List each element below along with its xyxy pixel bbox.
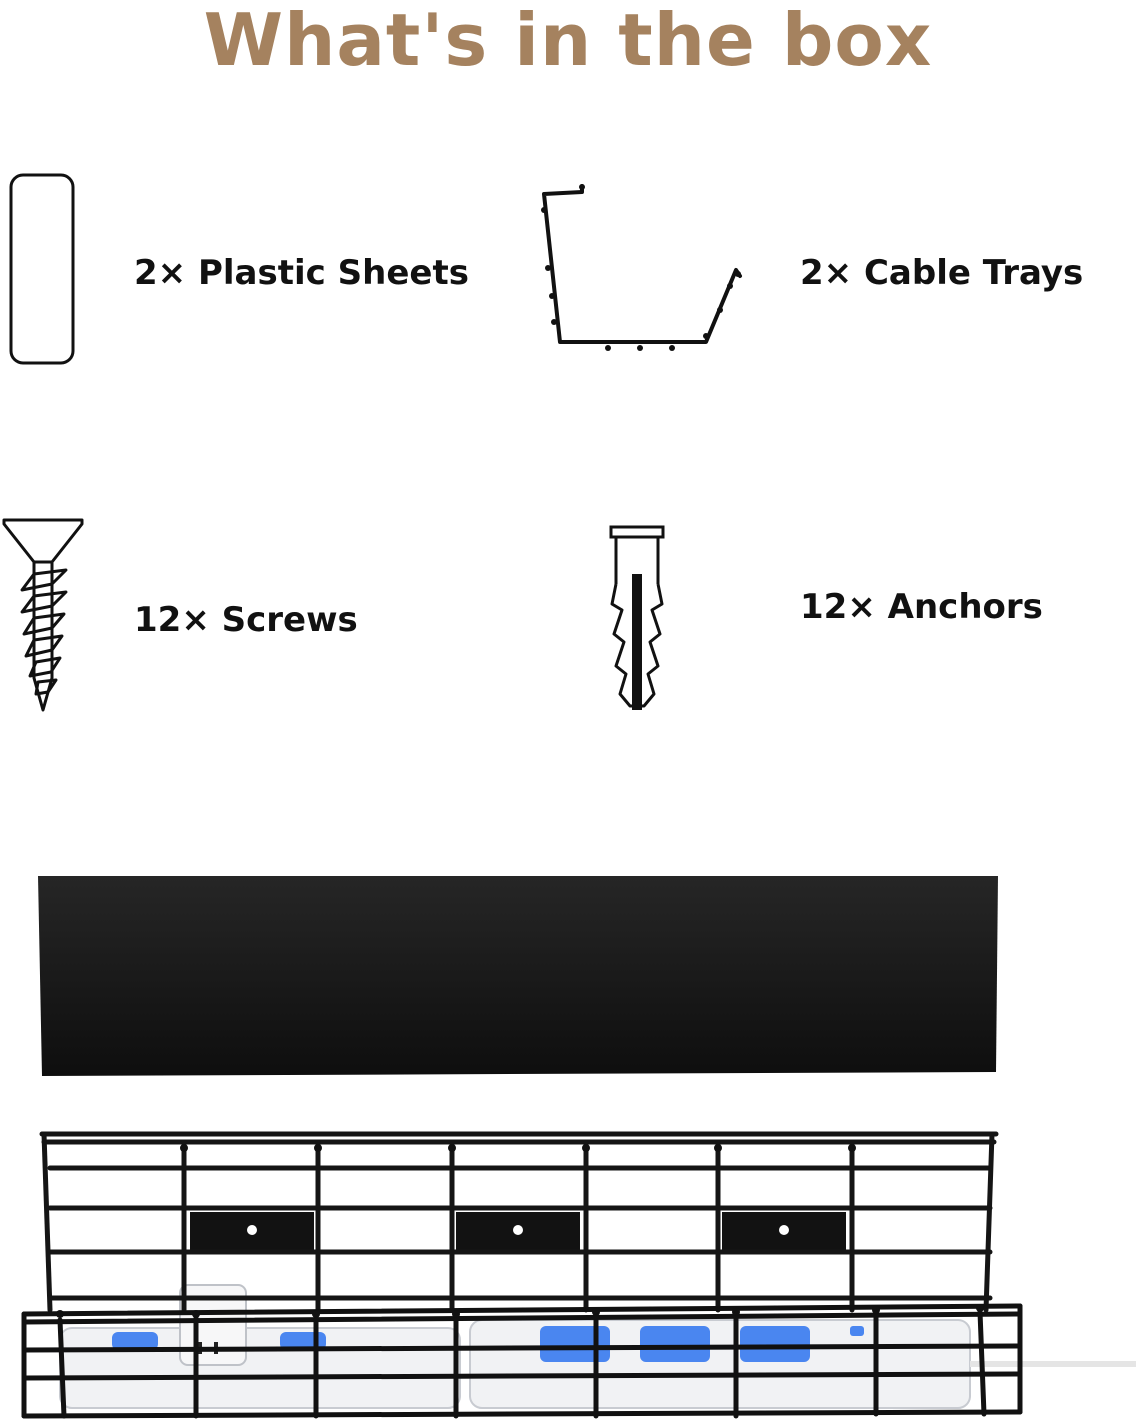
screw-icon: [2, 518, 84, 712]
item-label-anchors: 12× Anchors: [800, 587, 1043, 627]
cable-tray-icon: [541, 184, 742, 351]
item-label-screws: 12× Screws: [134, 600, 358, 640]
power-strip-right: [469, 1319, 1136, 1409]
mounting-brackets: [190, 1212, 846, 1252]
page-title: What's in the box: [203, 0, 933, 82]
plastic-sheet-icon: [9, 173, 75, 365]
anchor-icon: [609, 525, 665, 710]
item-label-plastic-sheets: 2× Plastic Sheets: [134, 253, 469, 293]
item-label-cable-trays: 2× Cable Trays: [800, 253, 1084, 293]
plastic-sheet-illustration: [38, 876, 998, 1076]
cable-tray-illustration: [21, 1131, 1136, 1419]
